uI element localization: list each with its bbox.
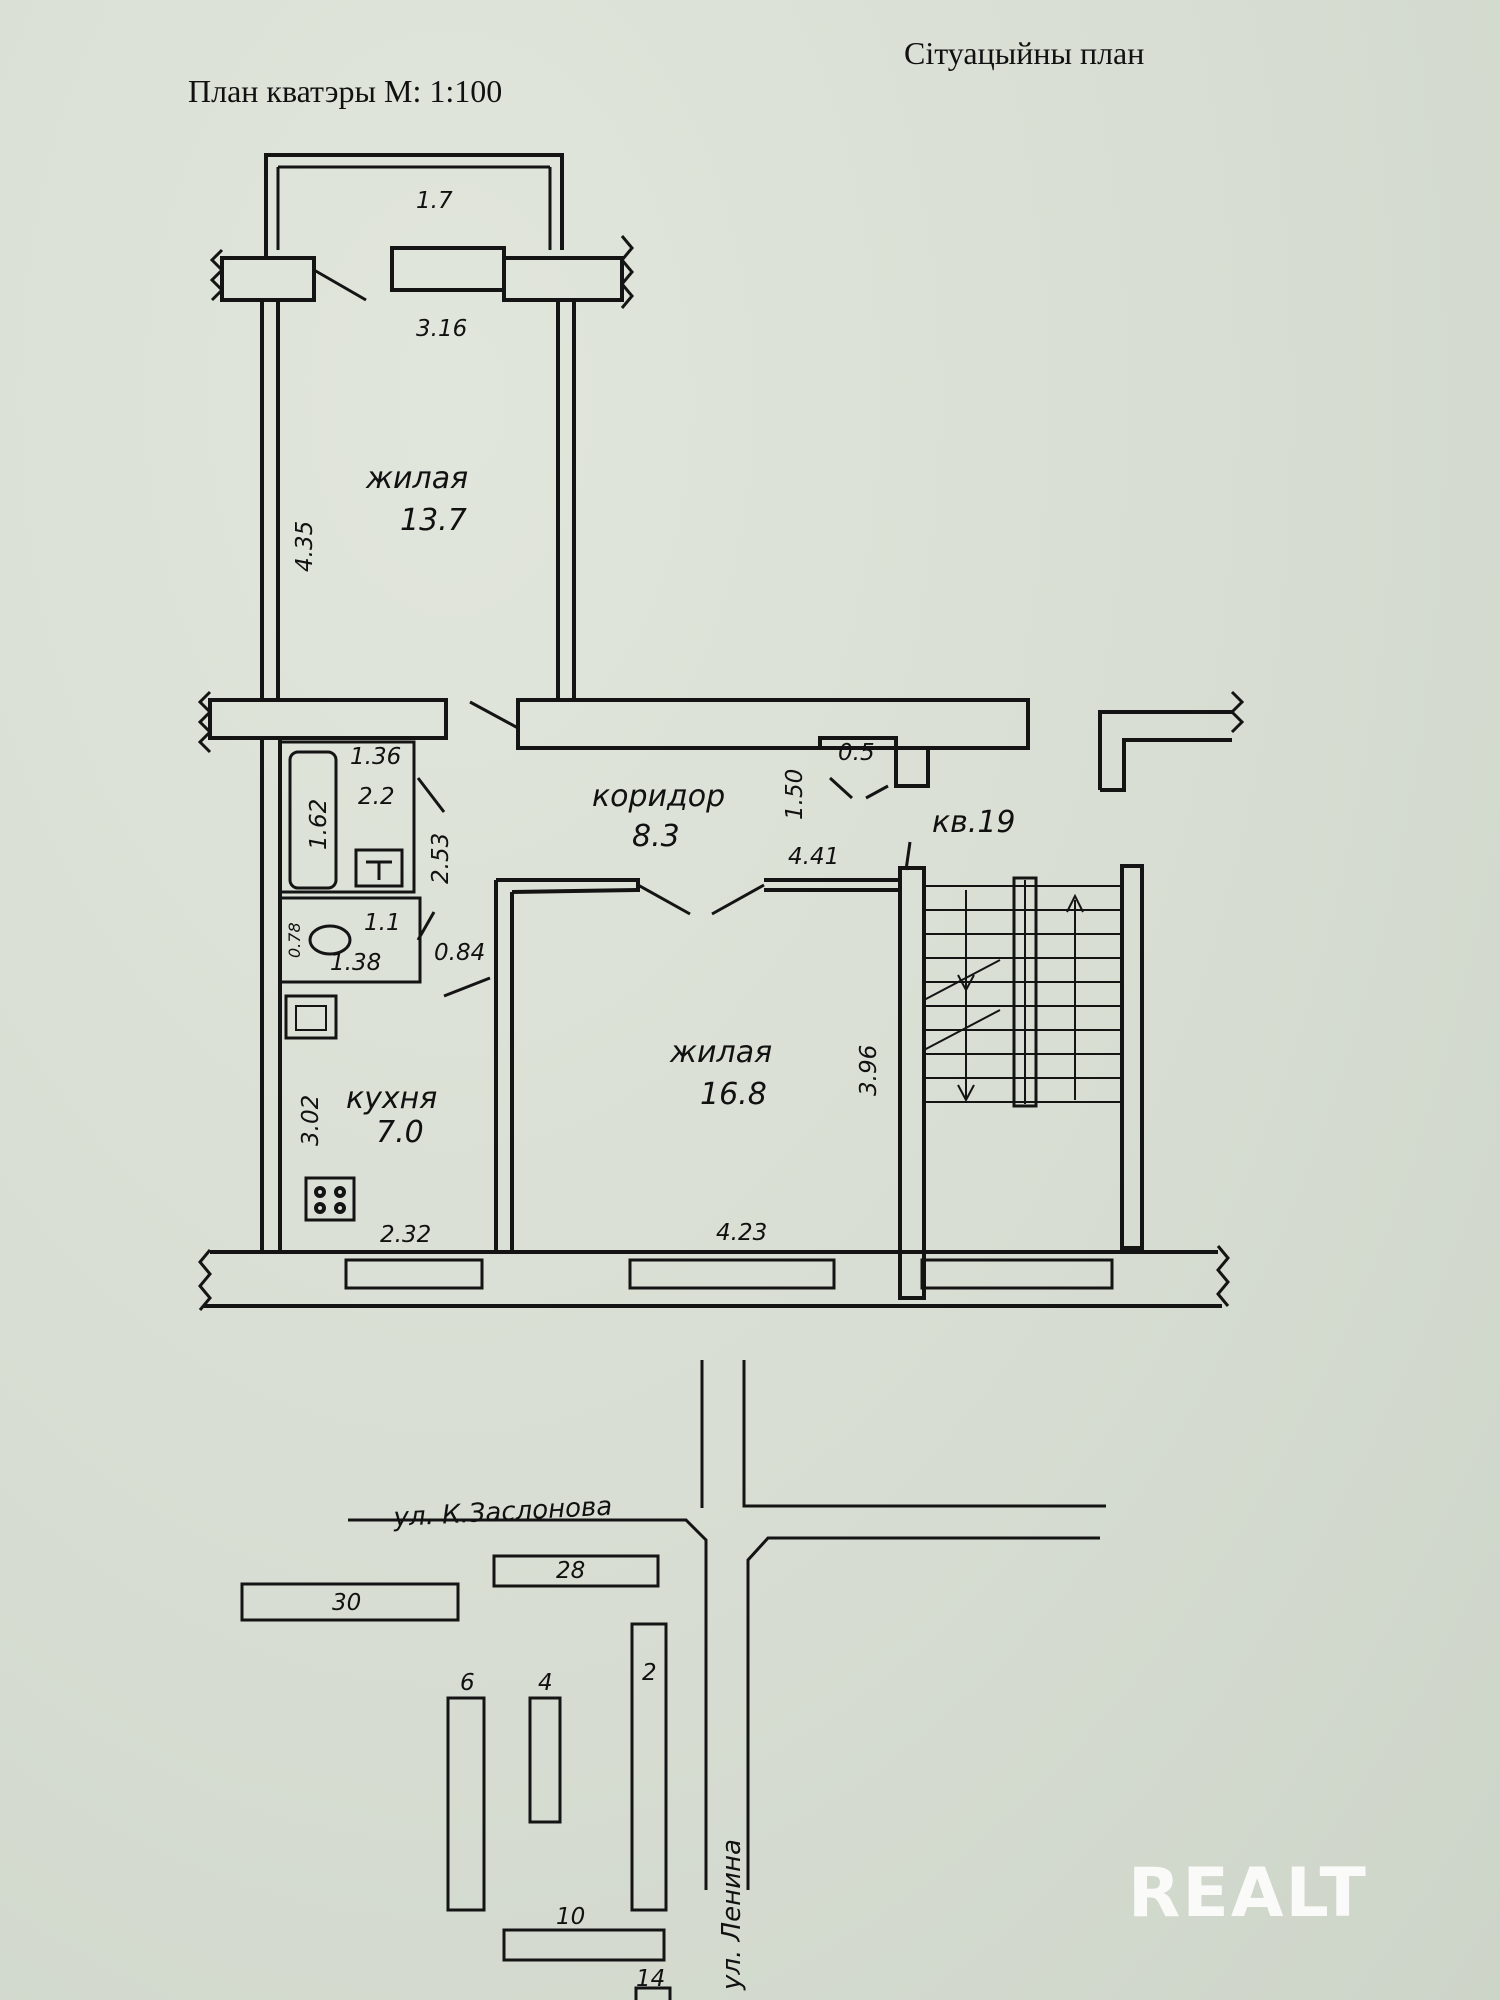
building-30 <box>240 1582 460 1622</box>
toilet-length: 0.78 <box>285 922 304 958</box>
kitchen-area: 7.0 <box>376 1115 424 1150</box>
balcony-width: 3.16 <box>416 316 467 342</box>
room-north-name: жилая <box>365 461 468 496</box>
room-south-width: 4.23 <box>716 1220 767 1246</box>
street-zaslonova: ул. К.Заслонова <box>392 1492 613 1533</box>
toilet-area: 1.1 <box>364 910 401 936</box>
corridor-name: коридор <box>592 779 725 814</box>
closet-area: 0.5 <box>838 740 875 766</box>
bathroom-area: 2.2 <box>358 784 395 810</box>
corridor-depth: 1.50 <box>782 769 808 820</box>
south-wall <box>198 1245 1230 1311</box>
building-14-label: 14 <box>636 1966 665 1992</box>
toilet-door: 0.84 <box>434 940 485 966</box>
site-plan-title: Сітуацыйны план <box>904 35 1144 71</box>
apartment-number: кв.19 <box>932 805 1016 840</box>
room-south-name: жилая <box>669 1035 772 1070</box>
balcony-outline <box>264 153 564 260</box>
building-30-label: 30 <box>332 1590 361 1616</box>
closet-outline <box>818 736 930 800</box>
realt-watermark: REALT <box>1128 1854 1368 1933</box>
building-6-label: 6 <box>460 1670 475 1696</box>
toilet-outline <box>278 896 491 998</box>
stair-wall <box>898 841 926 1300</box>
kitchen-partition <box>494 878 902 1250</box>
building-14 <box>634 1986 672 2000</box>
kitchen-length: 3.02 <box>298 1095 324 1146</box>
building-2-label: 2 <box>642 1660 657 1686</box>
toilet-width: 1.38 <box>330 950 381 976</box>
balcony-area: 1.7 <box>416 188 453 214</box>
kitchen-width: 2.32 <box>380 1222 431 1248</box>
west-wall <box>260 738 282 1250</box>
street-lenina: ул. Ленина <box>717 1839 747 1991</box>
corridor-width: 4.41 <box>788 844 839 870</box>
room-north-walls <box>260 300 576 700</box>
room-north-area: 13.7 <box>400 503 467 538</box>
corridor-area: 8.3 <box>632 819 680 854</box>
building-4 <box>528 1696 562 1824</box>
bathroom-side: 2.53 <box>428 833 454 884</box>
site-plan <box>240 1360 1106 2000</box>
street-lines <box>348 1360 1106 1890</box>
middle-wall <box>197 690 1245 792</box>
kitchen-fixtures <box>284 994 356 1222</box>
building-28 <box>492 1554 660 1588</box>
bathroom-length: 1.62 <box>306 799 332 850</box>
bathroom-outline <box>278 740 446 894</box>
building-4-label: 4 <box>538 1670 553 1696</box>
building-6 <box>446 1696 486 1912</box>
building-28-label: 28 <box>556 1558 585 1584</box>
north-wall <box>209 235 634 309</box>
staircase <box>923 864 1144 1250</box>
building-10 <box>502 1928 666 1962</box>
room-south-area: 16.8 <box>700 1077 767 1112</box>
bathroom-width: 1.36 <box>350 744 401 770</box>
room-north-length: 4.35 <box>292 521 318 572</box>
building-2 <box>630 1622 668 1912</box>
plan-title: План кватэры М: 1:100 <box>188 73 502 109</box>
building-10-label: 10 <box>556 1904 585 1930</box>
kitchen-name: кухня <box>346 1081 437 1116</box>
room-south-length: 3.96 <box>856 1045 882 1096</box>
